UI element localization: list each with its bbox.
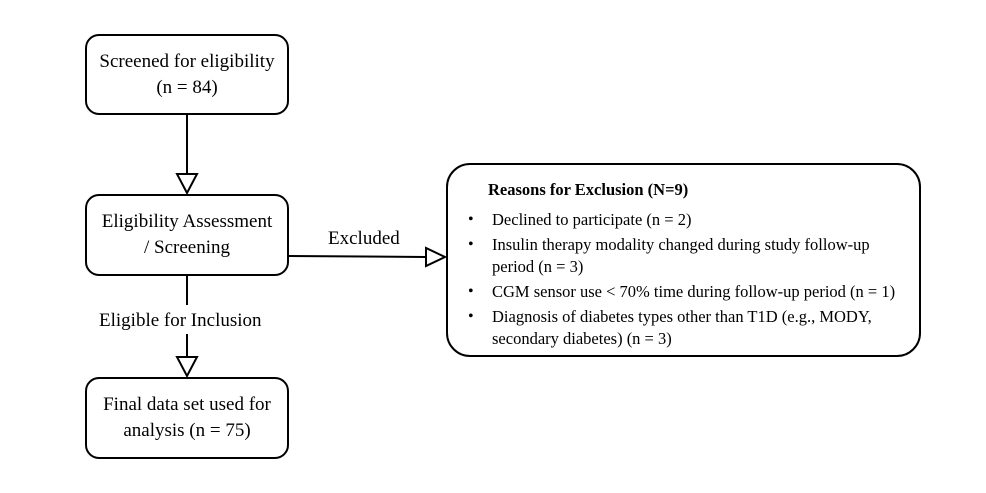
node-final-line1: Final data set used for [103,394,271,415]
node-eligibility-line1: Eligibility Assessment [101,211,273,232]
node-eligibility-line2: / Screening [143,237,230,258]
arrowhead-reasons [425,246,448,268]
arrowhead-eligibility [175,173,199,196]
reason-item: Insulin therapy modality changed during … [466,234,901,278]
reason-item: CGM sensor use < 70% time during follow-… [466,281,901,303]
node-final-data-set: Final data set used for analysis (n = 75… [85,377,289,459]
reasons-list: Declined to participate (n = 2) Insulin … [466,209,901,353]
reason-item: Diagnosis of diabetes types other than T… [466,306,901,350]
edge-label-eligible-for-inclusion: Eligible for Inclusion [99,310,262,331]
reason-item: Declined to participate (n = 2) [466,209,901,231]
arrow-eligibility-to-reasons [288,255,427,258]
node-reasons-for-exclusion: Reasons for Exclusion (N=9) Declined to … [446,163,921,357]
arrowhead-final [175,356,199,379]
edge-label-excluded: Excluded [328,228,400,249]
node-eligibility-assessment: Eligibility Assessment / Screening [85,194,289,276]
node-screened-for-eligibility: Screened for eligibility (n = 84) [85,34,289,115]
node-screened-line1: Screened for eligibility [99,50,275,72]
reasons-title: Reasons for Exclusion (N=9) [488,180,689,199]
node-final-line2: analysis (n = 75) [123,420,251,441]
node-screened-line2: (n = 84) [156,76,218,98]
